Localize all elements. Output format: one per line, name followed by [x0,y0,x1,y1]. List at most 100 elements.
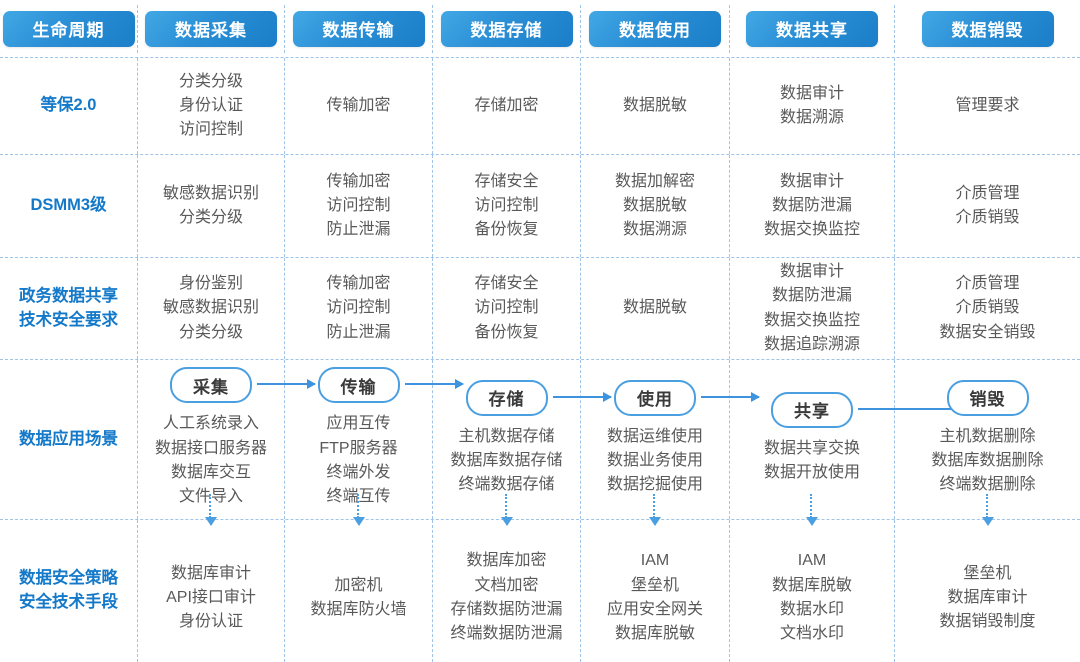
row-label-line: 数据安全策略 [19,569,118,588]
matrix-cell: 数据脱敏 [581,258,730,359]
cell-item-list: 介质管理介质销毁 [955,182,1019,231]
cell-item: 数据防泄漏 [771,287,852,305]
flow-arrow-right-icon [257,379,316,390]
row-label-cell: 政务数据共享技术安全要求 [0,258,138,359]
cell-item: FTP服务器 [319,439,398,457]
row-label-cell: 数据应用场景 [0,360,138,519]
cell-item-list: 存储安全访问控制备份恢复 [474,170,538,243]
cell-item: 访问控制 [178,121,243,139]
row-label: DSMM3级 [30,194,106,218]
row-label-cell: DSMM3级 [0,155,138,257]
row-label-line: 技术安全要求 [19,310,118,329]
cell-item: IAM [797,552,827,570]
cell-item: API接口审计 [166,588,256,606]
matrix-cell: 加密机数据库防火墙 [285,494,433,662]
cell-item: 数据溯源 [622,221,687,239]
cell-item: 终端外发 [326,464,391,481]
cell-item: 数据追踪溯源 [763,335,860,353]
cell-item: 数据销毁制度 [939,613,1036,631]
cell-item-list: 数据加解密数据脱敏数据溯源 [615,170,695,243]
row-label: 数据安全策略安全技术手段 [19,567,118,615]
header-cell-4: 数据使用 [581,4,730,53]
cell-item: 传输加密 [326,275,391,293]
stage-pill[interactable]: 共享 [771,391,853,428]
cell-item: 数据审计 [779,84,844,102]
flow-arrow-right-icon [552,391,612,402]
cell-item: 主机数据存储 [458,427,555,445]
cell-item: 数据库数据删除 [931,451,1044,469]
matrix-cell: 分类分级身份认证访问控制 [138,58,285,154]
cell-item: 数据防泄漏 [771,196,852,214]
cell-item: 传输加密 [326,96,391,114]
header-cell-2: 数据传输 [285,4,433,53]
cell-item-list: 人工系统录入数据接口服务器数据库交互文件导入 [155,412,267,509]
header-pill[interactable]: 数据共享 [746,10,878,47]
stage-pill[interactable]: 采集 [170,367,252,404]
flow-arrow-right-icon [404,379,464,390]
cell-item-list: 数据审计数据溯源 [780,82,844,131]
cell-item-list: 传输加密访问控制防止泄漏 [326,170,390,243]
cell-item: 数据库加密 [466,552,547,570]
cell-item-list: 数据共享交换数据开放使用 [764,437,860,486]
cell-item-list: 数据库加密文档加密存储数据防泄漏终端数据防泄漏 [450,549,562,646]
flow-arrow-down-icon [500,494,513,526]
header-pill[interactable]: 数据采集 [145,10,277,47]
cell-item: 介质管理 [955,184,1020,202]
stage-pill[interactable]: 销毁 [946,379,1029,416]
cell-item: 存储数据防泄漏 [450,601,563,618]
matrix-cell: 销毁主机数据删除数据库数据删除终端数据删除 [895,360,1080,519]
header-pill[interactable]: 数据传输 [292,10,425,47]
cell-item: 数据共享交换 [763,439,860,457]
cell-item: 数据库审计 [170,564,251,582]
cell-item-list: 管理要求 [955,94,1019,118]
matrix-cell: 数据加解密数据脱敏数据溯源 [581,155,730,257]
cell-item: 数据脱敏 [622,96,687,114]
header-row: 生命周期数据采集数据传输数据存储数据使用数据共享 数据销毁 [0,0,1080,58]
matrix-cell: 介质管理介质销毁 [895,155,1080,257]
cell-item: 分类分级 [178,72,243,90]
cell-item: 数据加解密 [614,172,695,190]
header-pill[interactable]: 数据存储 [440,10,573,47]
cell-item-list: 数据审计数据防泄漏数据交换监控 [764,170,860,243]
matrix-cell: 堡垒机数据库审计数据销毁制度 [895,494,1080,662]
matrix-cell: 数据脱敏 [581,58,730,154]
cell-item: 分类分级 [178,323,243,341]
cell-item-list: 传输加密访问控制防止泄漏 [326,272,390,345]
cell-item: 文档水印 [779,625,844,643]
cell-item-list: 介质管理介质销毁数据安全销毁 [939,272,1035,345]
matrix-cell: 敏感数据识别分类分级 [138,155,285,257]
header-pill[interactable]: 数据销毁 [921,10,1054,47]
cell-item: 身份鉴别 [178,275,243,293]
stage-pill[interactable]: 使用 [614,379,696,416]
cell-item: 身份认证 [178,96,243,114]
matrix-cell: 使用数据运维使用数据业务使用数据挖掘使用 [581,360,760,519]
cell-item-list: 数据审计数据防泄漏数据交换监控数据追踪溯源 [764,260,860,357]
cell-item-list: 主机数据删除数据库数据删除终端数据删除 [931,425,1043,498]
cell-item-list: 数据脱敏 [623,296,687,320]
header-pill[interactable]: 生命周期 [2,10,135,47]
stage-pill[interactable]: 存储 [465,379,548,416]
matrix-cell: 数据审计数据溯源 [730,58,895,154]
header-pill[interactable]: 数据使用 [589,10,721,47]
row-label-line: 政务数据共享 [19,286,118,305]
cell-item-list: 数据运维使用数据业务使用数据挖掘使用 [607,425,703,498]
flow-arrow-down-icon [205,494,217,526]
cell-item-list: 加密机数据库防火墙 [310,574,406,623]
matrix-cell: 存储安全访问控制备份恢复 [433,258,581,359]
cell-item: 数据接口服务器 [154,439,267,457]
cell-item: 数据脱敏 [622,299,687,317]
cell-item: 数据库审计 [947,588,1028,606]
stage-pill[interactable]: 传输 [317,367,400,404]
matrix-cell: 存储安全访问控制备份恢复 [433,155,581,257]
cell-item: 介质管理 [955,275,1020,293]
flow-arrow-right-icon [701,391,760,402]
row-label-cell: 等保2.0 [0,58,138,154]
